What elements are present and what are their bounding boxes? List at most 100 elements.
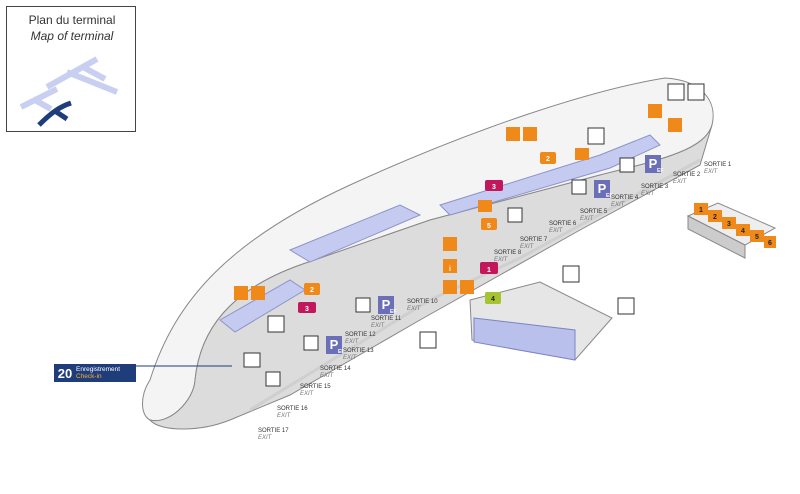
road: [249, 158, 701, 412]
svg-text:P: P: [598, 181, 607, 196]
satellite-badge[interactable]: 5: [750, 230, 764, 242]
exit-label-en: EXIT: [580, 216, 595, 222]
exit-label: SORTIE 8: [494, 250, 522, 256]
exit-label: SORTIE 6: [549, 221, 577, 227]
elevator-icon[interactable]: [668, 118, 682, 132]
svg-text:P: P: [649, 156, 658, 171]
level-badge[interactable]: 1: [480, 262, 498, 274]
escalator-icon[interactable]: [687, 83, 705, 101]
exit-label-en: EXIT: [407, 306, 422, 312]
toilets-icon[interactable]: [523, 127, 537, 141]
atm-icon[interactable]: [507, 207, 523, 223]
svg-text:P: P: [382, 297, 391, 312]
baggage-cart-icon[interactable]: [243, 352, 261, 368]
exit-label-en: EXIT: [673, 179, 688, 185]
svg-text:EF: EF: [606, 193, 612, 199]
level-badge[interactable]: 5: [481, 218, 497, 230]
exit-label-en: EXIT: [320, 373, 335, 379]
svg-text:1: 1: [699, 207, 703, 214]
baggage-cart-icon[interactable]: [667, 83, 685, 101]
shop-icon[interactable]: [478, 200, 492, 212]
level-badge[interactable]: 3: [485, 180, 503, 191]
exit-label-en: EXIT: [258, 435, 273, 441]
toilets-icon[interactable]: [251, 286, 265, 300]
level-badge[interactable]: 4: [485, 292, 501, 304]
svg-text:6: 6: [768, 240, 772, 247]
exit-label-en: EXIT: [520, 244, 535, 250]
atm-icon[interactable]: [571, 179, 587, 195]
elevator-icon[interactable]: [443, 280, 457, 294]
exit-label: SORTIE 17: [258, 428, 289, 434]
legend-box: Plan du terminal Map of terminal: [6, 6, 136, 132]
terminal-floor-edge: [148, 124, 713, 430]
satellite-badge[interactable]: 4: [736, 224, 750, 236]
airport-overview-icon: [19, 56, 119, 127]
toilets-icon[interactable]: [648, 104, 662, 118]
bus-icon[interactable]: [617, 297, 635, 315]
svg-text:5: 5: [755, 234, 759, 241]
atm-icon[interactable]: [355, 297, 371, 313]
exit-label: SORTIE 10: [407, 299, 438, 305]
luggage-icon[interactable]: [587, 127, 605, 145]
svg-text:2: 2: [310, 287, 314, 294]
svg-text:3: 3: [305, 306, 309, 313]
svg-text:3: 3: [492, 184, 496, 191]
exit-label-en: EXIT: [704, 169, 719, 175]
level-badge[interactable]: 2: [304, 283, 320, 295]
exit-label-en: EXIT: [549, 228, 564, 234]
svg-text:2: 2: [546, 156, 550, 163]
satellite-badge[interactable]: 2: [708, 210, 722, 222]
svg-text:2: 2: [713, 214, 717, 221]
exit-label: SORTIE 7: [520, 237, 548, 243]
annex-roof: [473, 317, 576, 361]
checkin-label-fr: Enregistrement: [76, 366, 121, 373]
exit-label: SORTIE 15: [300, 384, 331, 390]
checkin-number: 20: [57, 365, 73, 381]
satellite-badge[interactable]: 6: [764, 236, 776, 248]
level-badge[interactable]: 2: [540, 152, 556, 164]
meeting-point-icon[interactable]: [443, 237, 457, 251]
legend-title-en: Map of terminal: [30, 29, 114, 43]
exit-label: SORTIE 12: [345, 332, 376, 338]
exit-label-en: EXIT: [371, 323, 386, 329]
toilets-icon[interactable]: [460, 280, 474, 294]
satellite-badge[interactable]: 3: [722, 217, 736, 229]
atm-icon[interactable]: [619, 157, 635, 173]
bus-icon[interactable]: [562, 265, 580, 283]
exit-label-en: EXIT: [494, 257, 509, 263]
exit-label: SORTIE 13: [343, 348, 374, 354]
luggage-icon[interactable]: [267, 315, 285, 333]
level-badge[interactable]: 3: [298, 302, 316, 313]
svg-text:5: 5: [487, 223, 491, 230]
shop-icon[interactable]: [575, 148, 589, 160]
atm-icon[interactable]: [303, 335, 319, 351]
exit-label-en: EXIT: [343, 355, 358, 361]
exit-label: SORTIE 4: [611, 195, 639, 201]
concourse-middle: [288, 204, 422, 263]
checkin-label-en: Check-in: [76, 373, 102, 380]
elevator-icon[interactable]: [234, 286, 248, 300]
svg-text:3: 3: [727, 221, 731, 228]
elevator-icon[interactable]: [506, 127, 520, 141]
exit-label: SORTIE 5: [580, 209, 608, 215]
checkin-callout[interactable]: 20 Enregistrement Check-in: [54, 364, 136, 382]
exit-label-en: EXIT: [345, 339, 360, 345]
exit-label: SORTIE 11: [371, 316, 402, 322]
concourse-upper: [439, 134, 661, 216]
exit-label: SORTIE 2: [673, 172, 701, 178]
svg-text:4: 4: [741, 228, 745, 235]
svg-text:EF: EF: [390, 309, 396, 315]
taxi-icon[interactable]: [419, 331, 437, 349]
exit-label: SORTIE 3: [641, 184, 669, 190]
atm-icon[interactable]: [265, 371, 281, 387]
svg-text:EF: EF: [657, 168, 663, 174]
satellite-badge[interactable]: 1: [694, 203, 708, 215]
info-icon[interactable]: [443, 259, 457, 273]
